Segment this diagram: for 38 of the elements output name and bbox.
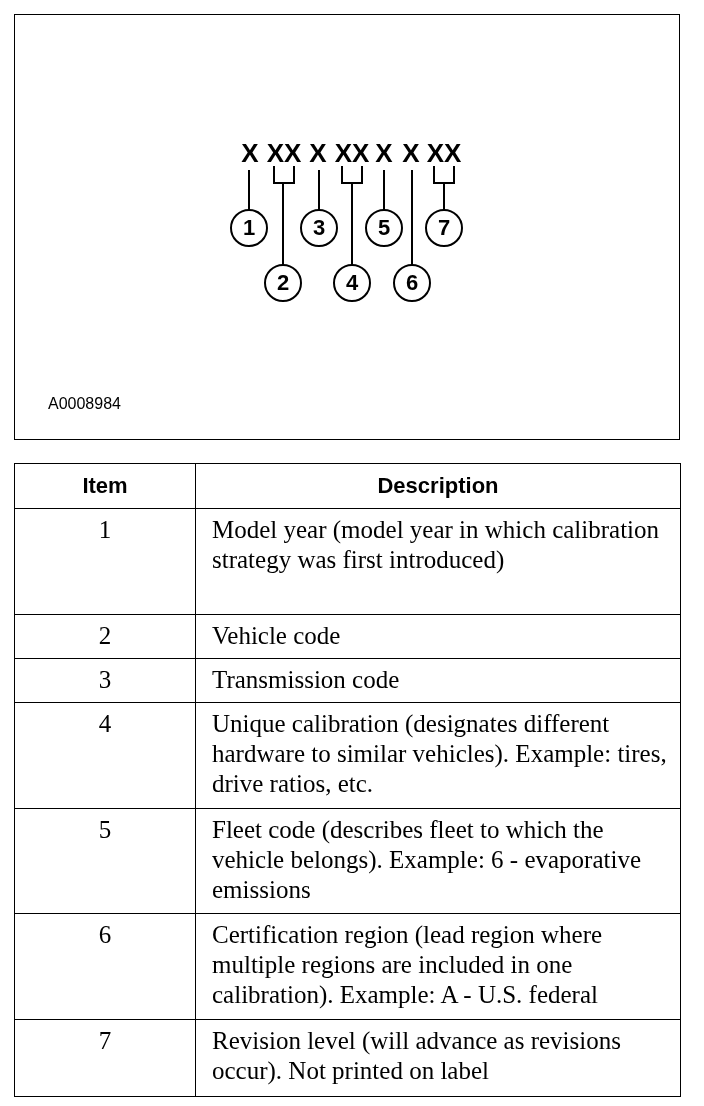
callout-number: 7	[425, 209, 463, 247]
item-number: 6	[14, 913, 196, 1020]
code-character: XX	[334, 139, 370, 167]
leader-line	[383, 169, 385, 210]
description-text: Revision level (will advance as revisions occur). Not printed on label	[195, 1019, 681, 1097]
item-number: 7	[14, 1019, 196, 1097]
code-character: XX	[426, 139, 462, 167]
figure-code: A0008984	[48, 395, 121, 413]
item-number: 1	[14, 508, 196, 615]
leader-line	[411, 169, 413, 265]
description-text: Transmission code	[195, 658, 681, 703]
callout-number: 5	[365, 209, 403, 247]
code-character: X	[309, 139, 327, 167]
column-header: Description	[195, 463, 681, 509]
code-character: XX	[266, 139, 302, 167]
leader-line	[433, 165, 455, 210]
item-number: 3	[14, 658, 196, 703]
item-number: 4	[14, 702, 196, 809]
leader-line	[248, 169, 250, 210]
description-text: Model year (model year in which calibration strategy was first introduced)	[195, 508, 681, 615]
callout-number: 3	[300, 209, 338, 247]
callout-number: 6	[393, 264, 431, 302]
callout-number: 1	[230, 209, 268, 247]
description-text: Vehicle code	[195, 614, 681, 659]
leader-line	[273, 165, 295, 265]
code-character: X	[375, 139, 393, 167]
leader-line	[341, 165, 363, 265]
description-text: Fleet code (describes fleet to which the vehicle belongs). Example: 6 - evaporative emissions	[195, 808, 681, 914]
code-character: X	[241, 139, 259, 167]
item-number: 2	[14, 614, 196, 659]
callout-number: 2	[264, 264, 302, 302]
leader-line	[318, 169, 320, 210]
description-text: Certification region (lead region where multiple regions are included in one calibration). Example: A - U.S. federal	[195, 913, 681, 1020]
column-header: Item	[14, 463, 196, 509]
code-character: X	[402, 139, 420, 167]
item-number: 5	[14, 808, 196, 914]
callout-number: 4	[333, 264, 371, 302]
description-text: Unique calibration (designates different hardware to similar vehicles). Example: tires, drive ratios, etc.	[195, 702, 681, 809]
